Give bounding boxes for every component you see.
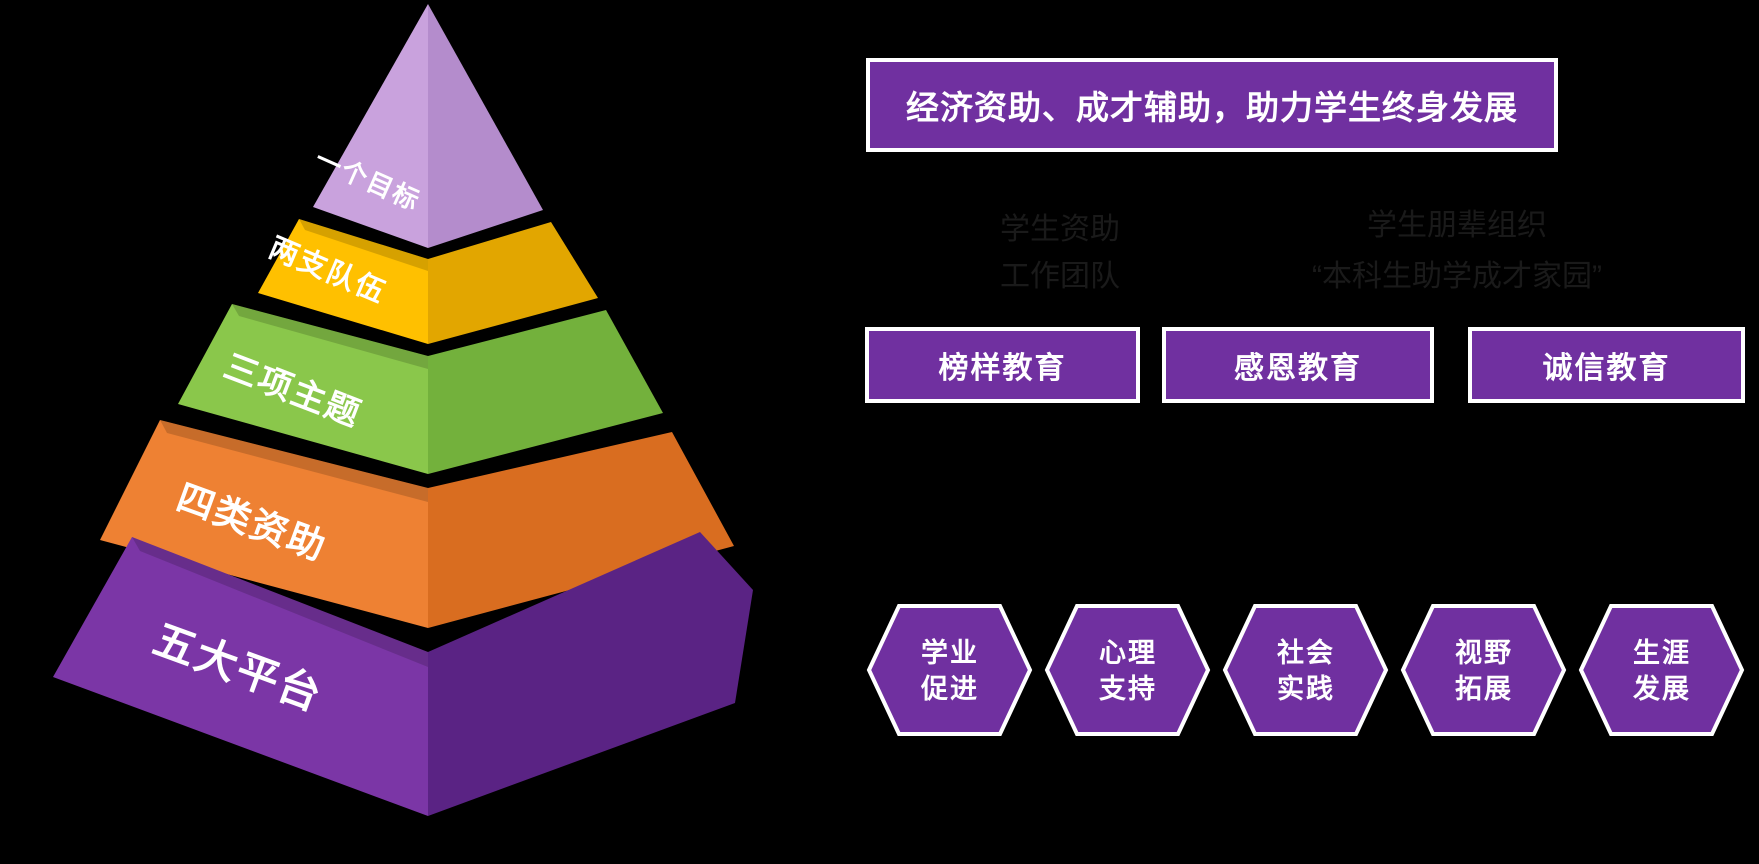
hexagon-line1: 社会	[1277, 637, 1335, 668]
team-text-left: 学生资助 工作团队	[1000, 206, 1120, 300]
pyramid-level-1-right-face	[428, 4, 543, 248]
pyramid-level-3-left-face	[178, 304, 428, 474]
pyramid-level-2-right-face	[428, 222, 598, 344]
education-box-label: 诚信教育	[1542, 352, 1671, 385]
team-left-line2: 工作团队	[1000, 260, 1120, 293]
pyramid-level-5-right-face	[428, 532, 753, 816]
pyramid-diagram: 一个目标 两支队伍 三项主题 四类资助 五大平台	[53, 4, 753, 816]
hexagon-shape	[1578, 604, 1745, 736]
hexagon-vision-expansion: 视野 拓展	[1400, 604, 1567, 736]
hexagon-line2: 拓展	[1455, 674, 1513, 704]
team-text-right: 学生朋辈组织 “本科生助学成才家园”	[1255, 200, 1659, 302]
pyramid-level-4-right-face	[428, 432, 734, 628]
pyramid-level-3-right-face	[428, 310, 663, 474]
pyramid-level-4-bevel	[160, 420, 428, 502]
hexagon-line2: 促进	[920, 674, 979, 704]
title-banner-text: 经济资助、成才辅助，助力学生终身发展	[906, 89, 1518, 126]
pyramid-level-5-left-face	[53, 537, 428, 816]
pyramid-level-4-left-face	[100, 420, 428, 628]
education-box-integrity: 诚信教育	[1468, 327, 1745, 403]
education-box-gratitude: 感恩教育	[1162, 327, 1434, 403]
team-left-line1: 学生资助	[1000, 213, 1120, 246]
team-right-line2: “本科生助学成才家园”	[1312, 260, 1602, 293]
hexagon-psychological-support: 心理 支持	[1044, 604, 1211, 736]
hexagon-shape	[866, 604, 1033, 736]
hexagon-career-development: 生涯 发展	[1578, 604, 1745, 736]
pyramid-level-1-left-face	[313, 4, 428, 248]
pyramid-level-5-bevel	[132, 537, 428, 667]
pyramid-level-2-left-face	[258, 219, 428, 344]
hexagon-shape	[1400, 604, 1567, 736]
hexagon-line1: 生涯	[1633, 638, 1691, 668]
title-banner: 经济资助、成才辅助，助力学生终身发展	[866, 58, 1558, 152]
team-right-line1: 学生朋辈组织	[1367, 209, 1547, 242]
hexagon-academic-promotion: 学业 促进	[866, 604, 1033, 736]
hexagon-line2: 发展	[1632, 673, 1691, 704]
hexagon-line1: 学业	[921, 637, 979, 668]
education-box-label: 感恩教育	[1234, 352, 1362, 385]
education-box-label: 榜样教育	[938, 352, 1067, 385]
education-box-role-model: 榜样教育	[865, 327, 1140, 403]
pyramid-level-3-bevel	[232, 304, 428, 369]
hexagon-line2: 支持	[1099, 674, 1157, 704]
hexagon-shape	[1044, 604, 1211, 736]
pyramid-level-2-bevel	[299, 219, 428, 271]
hexagon-shape	[1222, 604, 1389, 736]
hexagon-line2: 实践	[1277, 673, 1335, 704]
hexagon-line1: 心理	[1099, 638, 1157, 668]
hexagon-line1: 视野	[1455, 638, 1513, 668]
hexagon-social-practice: 社会 实践	[1222, 604, 1389, 736]
